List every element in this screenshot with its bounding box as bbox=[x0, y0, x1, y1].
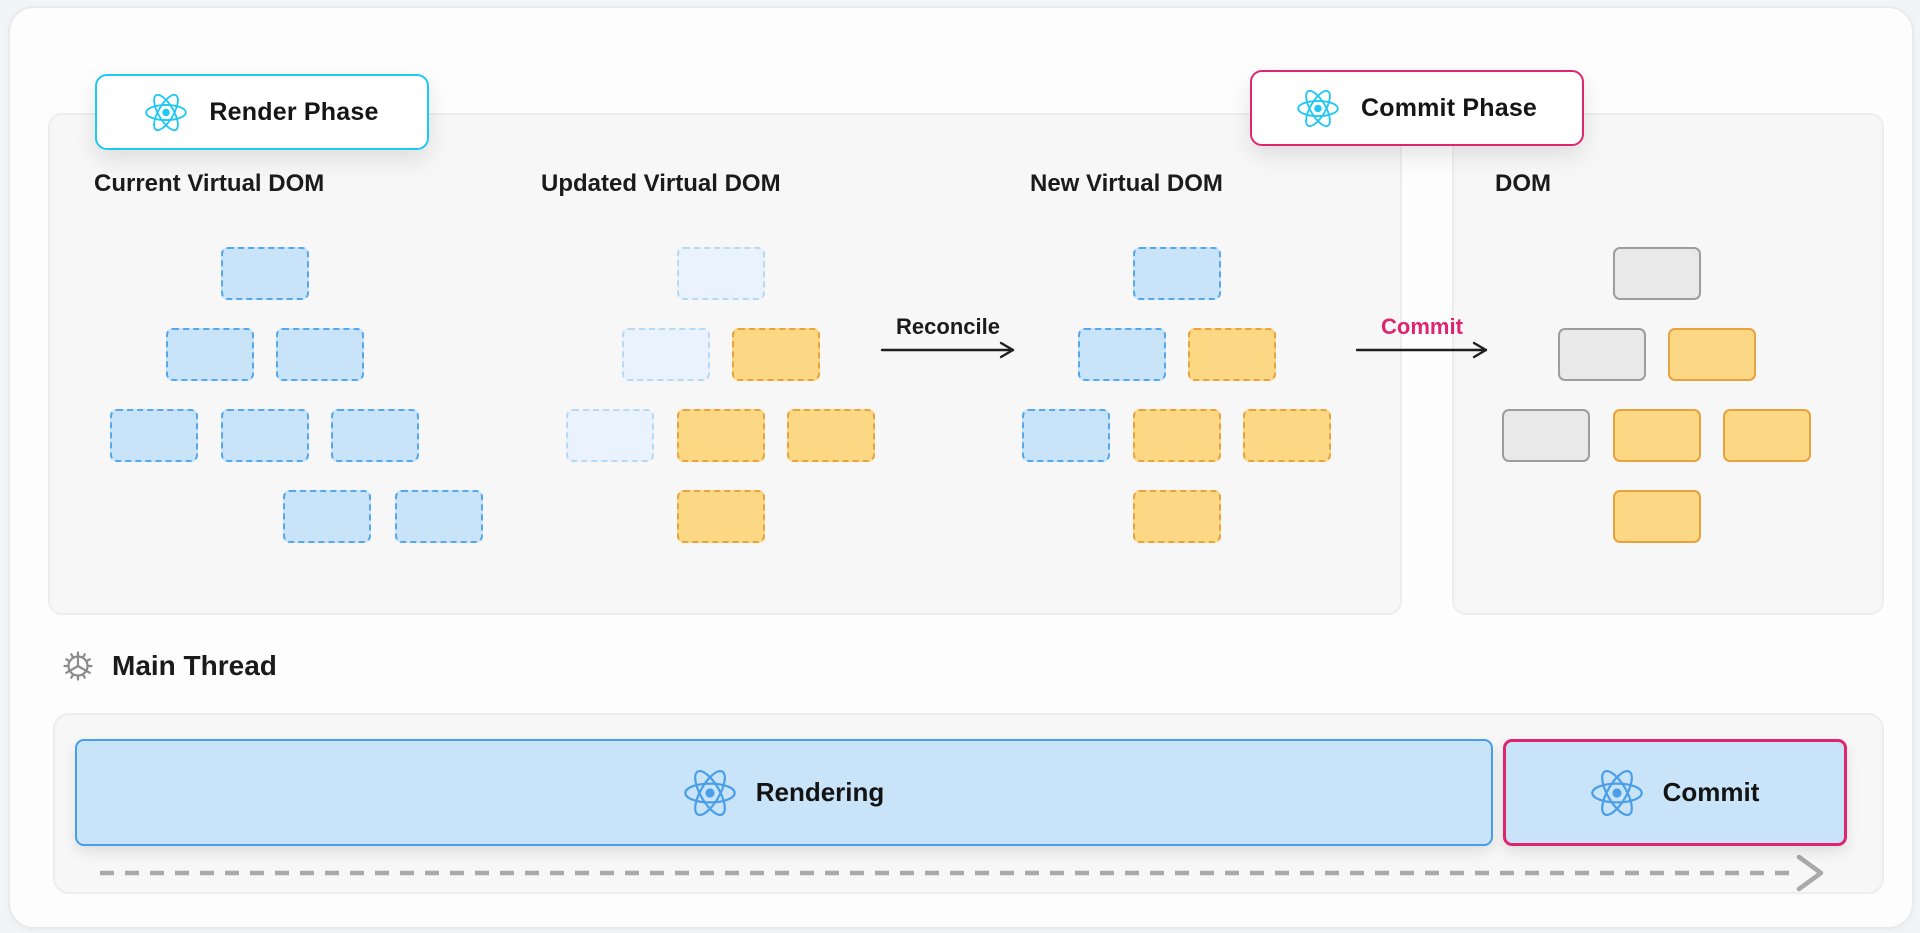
tree-node-root-faded bbox=[677, 247, 765, 300]
tree-title-updated-virtual-dom: Updated Virtual DOM bbox=[541, 170, 781, 197]
tree-node-l3a-gray bbox=[1502, 409, 1590, 462]
tree-node-l3a-faded bbox=[566, 409, 654, 462]
tree-node-root-gray bbox=[1613, 247, 1701, 300]
tree-current-virtual-dom bbox=[55, 247, 483, 547]
commit-phase-badge-label: Commit Phase bbox=[1360, 93, 1538, 122]
gear-icon bbox=[62, 650, 94, 682]
tree-title-new-virtual-dom: New Virtual DOM bbox=[1030, 170, 1223, 197]
tree-title-dom: DOM bbox=[1495, 170, 1551, 197]
tree-node-l3b-orange bbox=[677, 409, 765, 462]
tree-node-root-blue bbox=[221, 247, 309, 300]
tree-node-l3b-orange bbox=[1133, 409, 1221, 462]
rendering-bar-label: Rendering bbox=[755, 777, 885, 807]
tree-node-l2a-blue bbox=[1078, 328, 1166, 381]
tree-node-l4mid-orange-solid bbox=[1613, 490, 1701, 543]
commit-bar-label: Commit bbox=[1662, 777, 1760, 807]
tree-node-l2b-orange bbox=[732, 328, 820, 381]
commit-phase-badge: Commit Phase bbox=[1250, 70, 1584, 146]
react-logo-icon bbox=[683, 769, 736, 816]
tree-node-l3b-blue bbox=[221, 409, 309, 462]
render-phase-badge: Render Phase bbox=[95, 74, 429, 150]
react-logo-icon bbox=[1297, 89, 1339, 127]
reconcile-arrow-label: Reconcile bbox=[896, 314, 1000, 339]
tree-node-l2b-blue bbox=[276, 328, 364, 381]
tree-node-l3b-orange-solid bbox=[1613, 409, 1701, 462]
main-thread-label: Main Thread bbox=[112, 650, 277, 681]
main-thread-heading: Main Thread bbox=[62, 650, 277, 682]
tree-node-l3a-blue bbox=[110, 409, 198, 462]
tree-node-root-blue bbox=[1133, 247, 1221, 300]
tree-node-l3c-orange bbox=[1243, 409, 1331, 462]
rendering-bar: Rendering bbox=[75, 739, 1493, 846]
tree-node-l2b-orange-solid bbox=[1668, 328, 1756, 381]
react-logo-icon bbox=[1590, 769, 1643, 816]
tree-node-l3c-blue bbox=[331, 409, 419, 462]
tree-node-l3a-blue bbox=[1022, 409, 1110, 462]
tree-node-l4b-blue bbox=[395, 490, 483, 543]
render-phase-badge-label: Render Phase bbox=[209, 97, 379, 126]
tree-new-virtual-dom bbox=[967, 247, 1387, 547]
commit-arrow-label: Commit bbox=[1381, 314, 1463, 339]
tree-node-l2a-gray bbox=[1558, 328, 1646, 381]
tree-node-l4mid-orange bbox=[1133, 490, 1221, 543]
tree-dom bbox=[1447, 247, 1867, 547]
tree-node-l3c-orange bbox=[787, 409, 875, 462]
tree-node-l2a-faded bbox=[622, 328, 710, 381]
react-logo-icon bbox=[145, 93, 188, 131]
tree-node-l3c-orange-solid bbox=[1723, 409, 1811, 462]
commit-bar: Commit bbox=[1503, 739, 1847, 846]
tree-title-current-virtual-dom: Current Virtual DOM bbox=[94, 170, 325, 197]
tree-updated-virtual-dom bbox=[511, 247, 931, 547]
tree-node-l4a-blue bbox=[283, 490, 371, 543]
tree-node-l2b-orange bbox=[1188, 328, 1276, 381]
tree-node-l4mid-orange bbox=[677, 490, 765, 543]
tree-node-l2a-blue bbox=[166, 328, 254, 381]
